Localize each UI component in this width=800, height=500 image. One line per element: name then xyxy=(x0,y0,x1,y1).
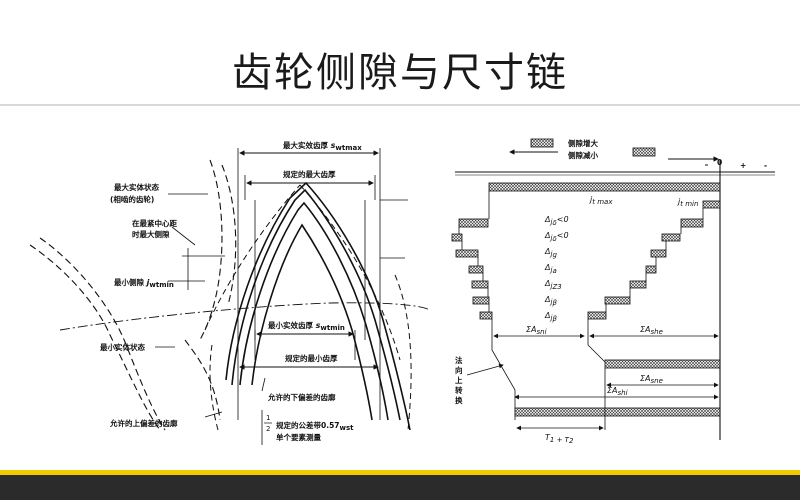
min-thickness-label: 规定的最小齿厚 xyxy=(285,353,338,363)
jtmax-bar xyxy=(488,182,721,192)
delta-label: Δjg xyxy=(544,247,557,259)
left-staircase xyxy=(451,218,493,320)
delta-label: Δjβ xyxy=(544,295,557,307)
footer-accent-line xyxy=(0,470,800,475)
minus-label: - xyxy=(764,161,767,170)
jtmax-label: jt max xyxy=(589,195,613,206)
max-material-state-label: 最大实体状态 xyxy=(114,182,159,192)
sum-asne-label: ΣAsne xyxy=(640,374,663,385)
max-backlash-label-2: 时最大侧隙 xyxy=(132,229,170,239)
legend-decrease-label: 侧隙减小 xyxy=(568,150,598,160)
normal-conv-char: 法 xyxy=(455,355,463,365)
jtmin-label: jt min xyxy=(677,197,698,208)
delta-label: Δjδ<0 xyxy=(544,231,569,243)
top-dim-label: 最大实效齿厚 swtmax xyxy=(283,140,362,152)
backlash-chain-diagram: 侧隙增大 侧隙减小 0 + - jt max jt min xyxy=(451,138,775,445)
normal-conv-char: 向 xyxy=(455,365,463,375)
half-numerator: 1 xyxy=(266,414,270,422)
tolerance-band-label: 规定的公差带0.57wst xyxy=(276,420,354,432)
slide-title: 齿轮侧隙与尺寸链 xyxy=(232,50,568,96)
ashi-bar xyxy=(514,407,721,417)
asne-bar xyxy=(604,359,721,369)
normal-conv-char: 换 xyxy=(455,395,463,405)
legend-increase-label: 侧隙增大 xyxy=(568,138,598,148)
delta-labels: Δjδ<0 Δjδ<0 Δjg Δja ΔjZ3 Δjβ Δjβ xyxy=(544,215,569,323)
min-eff-thickness-label: 最小实效齿厚 swtmin xyxy=(268,320,345,332)
dimension-lines xyxy=(182,148,408,445)
upper-dev-profile-label: 允许的上偏差的齿廓 xyxy=(109,418,178,428)
zero-label: 0 xyxy=(717,158,722,167)
max-backlash-label-1: 在最紧中心距 xyxy=(132,218,177,228)
plus-label: + xyxy=(740,161,746,170)
half-denominator: 2 xyxy=(266,425,270,433)
pitch-circle-line xyxy=(59,302,431,331)
delta-label: Δjδ<0 xyxy=(544,215,569,227)
single-measure-label: 单个要素测量 xyxy=(276,432,321,442)
delta-label: ΔjZ3 xyxy=(544,279,562,291)
tooth-profile-dashed xyxy=(204,184,412,431)
title-divider xyxy=(0,104,800,106)
min-material-state-label: 最小实体状态 xyxy=(100,342,145,352)
right-staircase xyxy=(587,218,704,320)
sum-ashi-label: ΣAshi xyxy=(607,386,628,397)
lower-dev-profile-label: 允许的下偏差的齿廓 xyxy=(267,392,336,402)
delta-label: Δja xyxy=(544,263,557,275)
max-material-state-sub: (相啮的齿轮) xyxy=(110,194,154,204)
min-backlash-label: 最小侧隙 jwtmin xyxy=(114,277,174,289)
sum-asni-label: ΣAsni xyxy=(526,325,547,336)
sum-ashe-label: ΣAshe xyxy=(640,325,663,336)
normal-conv-char: 上 xyxy=(455,375,463,385)
leader-lines xyxy=(155,193,266,418)
normal-conv-char: 转 xyxy=(455,385,463,395)
jtmin-bar xyxy=(702,200,721,209)
max-thickness-label: 规定的最大齿厚 xyxy=(283,169,336,179)
delta-label: Δjβ xyxy=(544,311,557,323)
legend-swatch-decrease xyxy=(632,147,656,157)
slide-footer-bar xyxy=(0,470,800,500)
legend-swatch-increase xyxy=(530,138,554,148)
tolerance-sum-label: T1 + T2 xyxy=(545,433,574,445)
